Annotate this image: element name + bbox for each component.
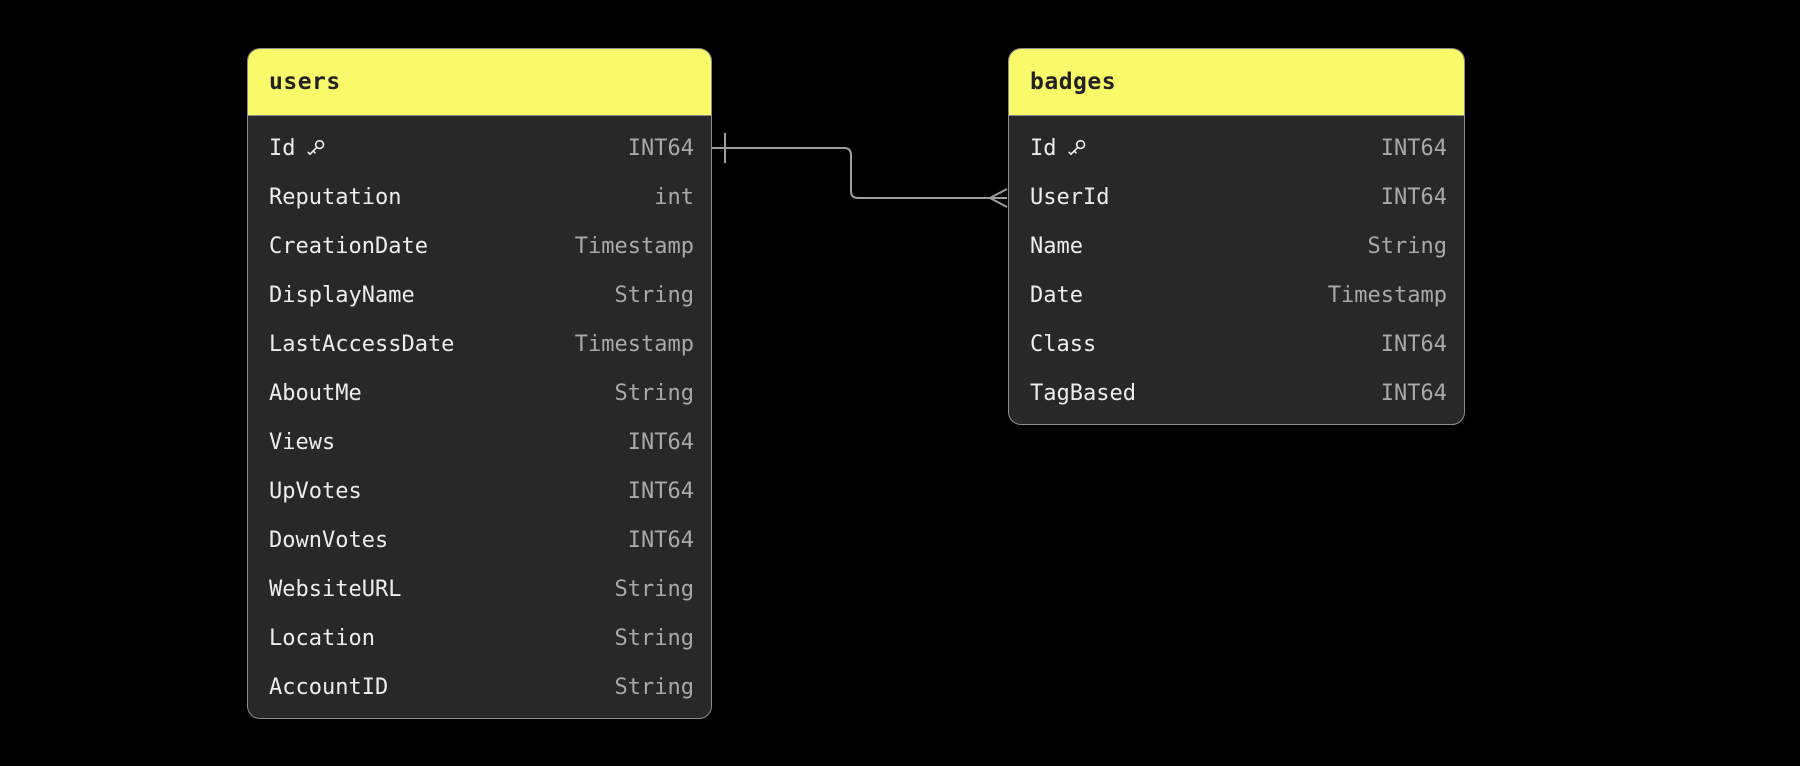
field-type: String xyxy=(614,626,694,651)
field-type: INT64 xyxy=(627,136,694,161)
cardinality-many-crowfoot xyxy=(989,188,1008,208)
table-node-users[interactable]: users Id INT64 Reputation int CreationD xyxy=(247,48,712,719)
field-name: LastAccessDate xyxy=(269,332,455,357)
field-name: CreationDate xyxy=(269,234,428,259)
field-row: Id INT64 xyxy=(248,124,711,173)
field-row: Location String xyxy=(248,614,711,663)
field-name: DisplayName xyxy=(269,283,415,308)
field-row: Class INT64 xyxy=(1009,320,1464,369)
field-type: INT64 xyxy=(627,479,694,504)
field-row: Views INT64 xyxy=(248,418,711,467)
field-type: String xyxy=(614,381,694,406)
field-name: DownVotes xyxy=(269,528,389,553)
field-type: int xyxy=(654,185,694,210)
table-header: users xyxy=(248,49,711,116)
field-name: Class xyxy=(1030,332,1097,357)
field-row: Name String xyxy=(1009,222,1464,271)
field-name: TagBased xyxy=(1030,381,1136,406)
field-name: UserId xyxy=(1030,185,1110,210)
field-row: LastAccessDate Timestamp xyxy=(248,320,711,369)
field-row: CreationDate Timestamp xyxy=(248,222,711,271)
field-type: INT64 xyxy=(627,430,694,455)
field-type: INT64 xyxy=(1380,332,1447,357)
field-row: AboutMe String xyxy=(248,369,711,418)
field-name: UpVotes xyxy=(269,479,362,504)
table-header: badges xyxy=(1009,49,1464,116)
field-type: String xyxy=(614,283,694,308)
field-type: Timestamp xyxy=(1327,283,1447,308)
field-name: Id xyxy=(269,136,296,161)
field-type: String xyxy=(614,675,694,700)
field-type: INT64 xyxy=(627,528,694,553)
field-name: Name xyxy=(1030,234,1083,259)
table-title: badges xyxy=(1030,69,1117,95)
field-row: WebsiteURL String xyxy=(248,565,711,614)
field-type: String xyxy=(1367,234,1447,259)
field-name: Views xyxy=(269,430,336,455)
primary-key-icon xyxy=(1067,138,1088,159)
field-row: DownVotes INT64 xyxy=(248,516,711,565)
field-name: Date xyxy=(1030,283,1083,308)
field-type: String xyxy=(614,577,694,602)
relationship-users-badges[interactable] xyxy=(712,133,1008,208)
field-type: Timestamp xyxy=(574,234,694,259)
primary-key-icon xyxy=(306,138,327,159)
relationship-wire xyxy=(712,147,1007,199)
field-row: UpVotes INT64 xyxy=(248,467,711,516)
table-node-badges[interactable]: badges Id INT64 UserId INT64 Name xyxy=(1008,48,1465,425)
field-row: UserId INT64 xyxy=(1009,173,1464,222)
field-row: DisplayName String xyxy=(248,271,711,320)
field-row: Reputation int xyxy=(248,173,711,222)
field-list: Id INT64 UserId INT64 Name String xyxy=(1009,116,1464,424)
field-name: WebsiteURL xyxy=(269,577,402,602)
field-list: Id INT64 Reputation int CreationDate Tim… xyxy=(248,116,711,718)
field-name: Location xyxy=(269,626,375,651)
field-row: Date Timestamp xyxy=(1009,271,1464,320)
field-type: INT64 xyxy=(1380,185,1447,210)
field-type: INT64 xyxy=(1380,136,1447,161)
field-name: AccountID xyxy=(269,675,389,700)
field-type: Timestamp xyxy=(574,332,694,357)
field-type: INT64 xyxy=(1380,381,1447,406)
field-name: Reputation xyxy=(269,185,402,210)
field-row: TagBased INT64 xyxy=(1009,369,1464,418)
field-name: Id xyxy=(1030,136,1057,161)
table-title: users xyxy=(269,69,341,95)
field-row: AccountID String xyxy=(248,663,711,712)
field-name: AboutMe xyxy=(269,381,362,406)
field-row: Id INT64 xyxy=(1009,124,1464,173)
